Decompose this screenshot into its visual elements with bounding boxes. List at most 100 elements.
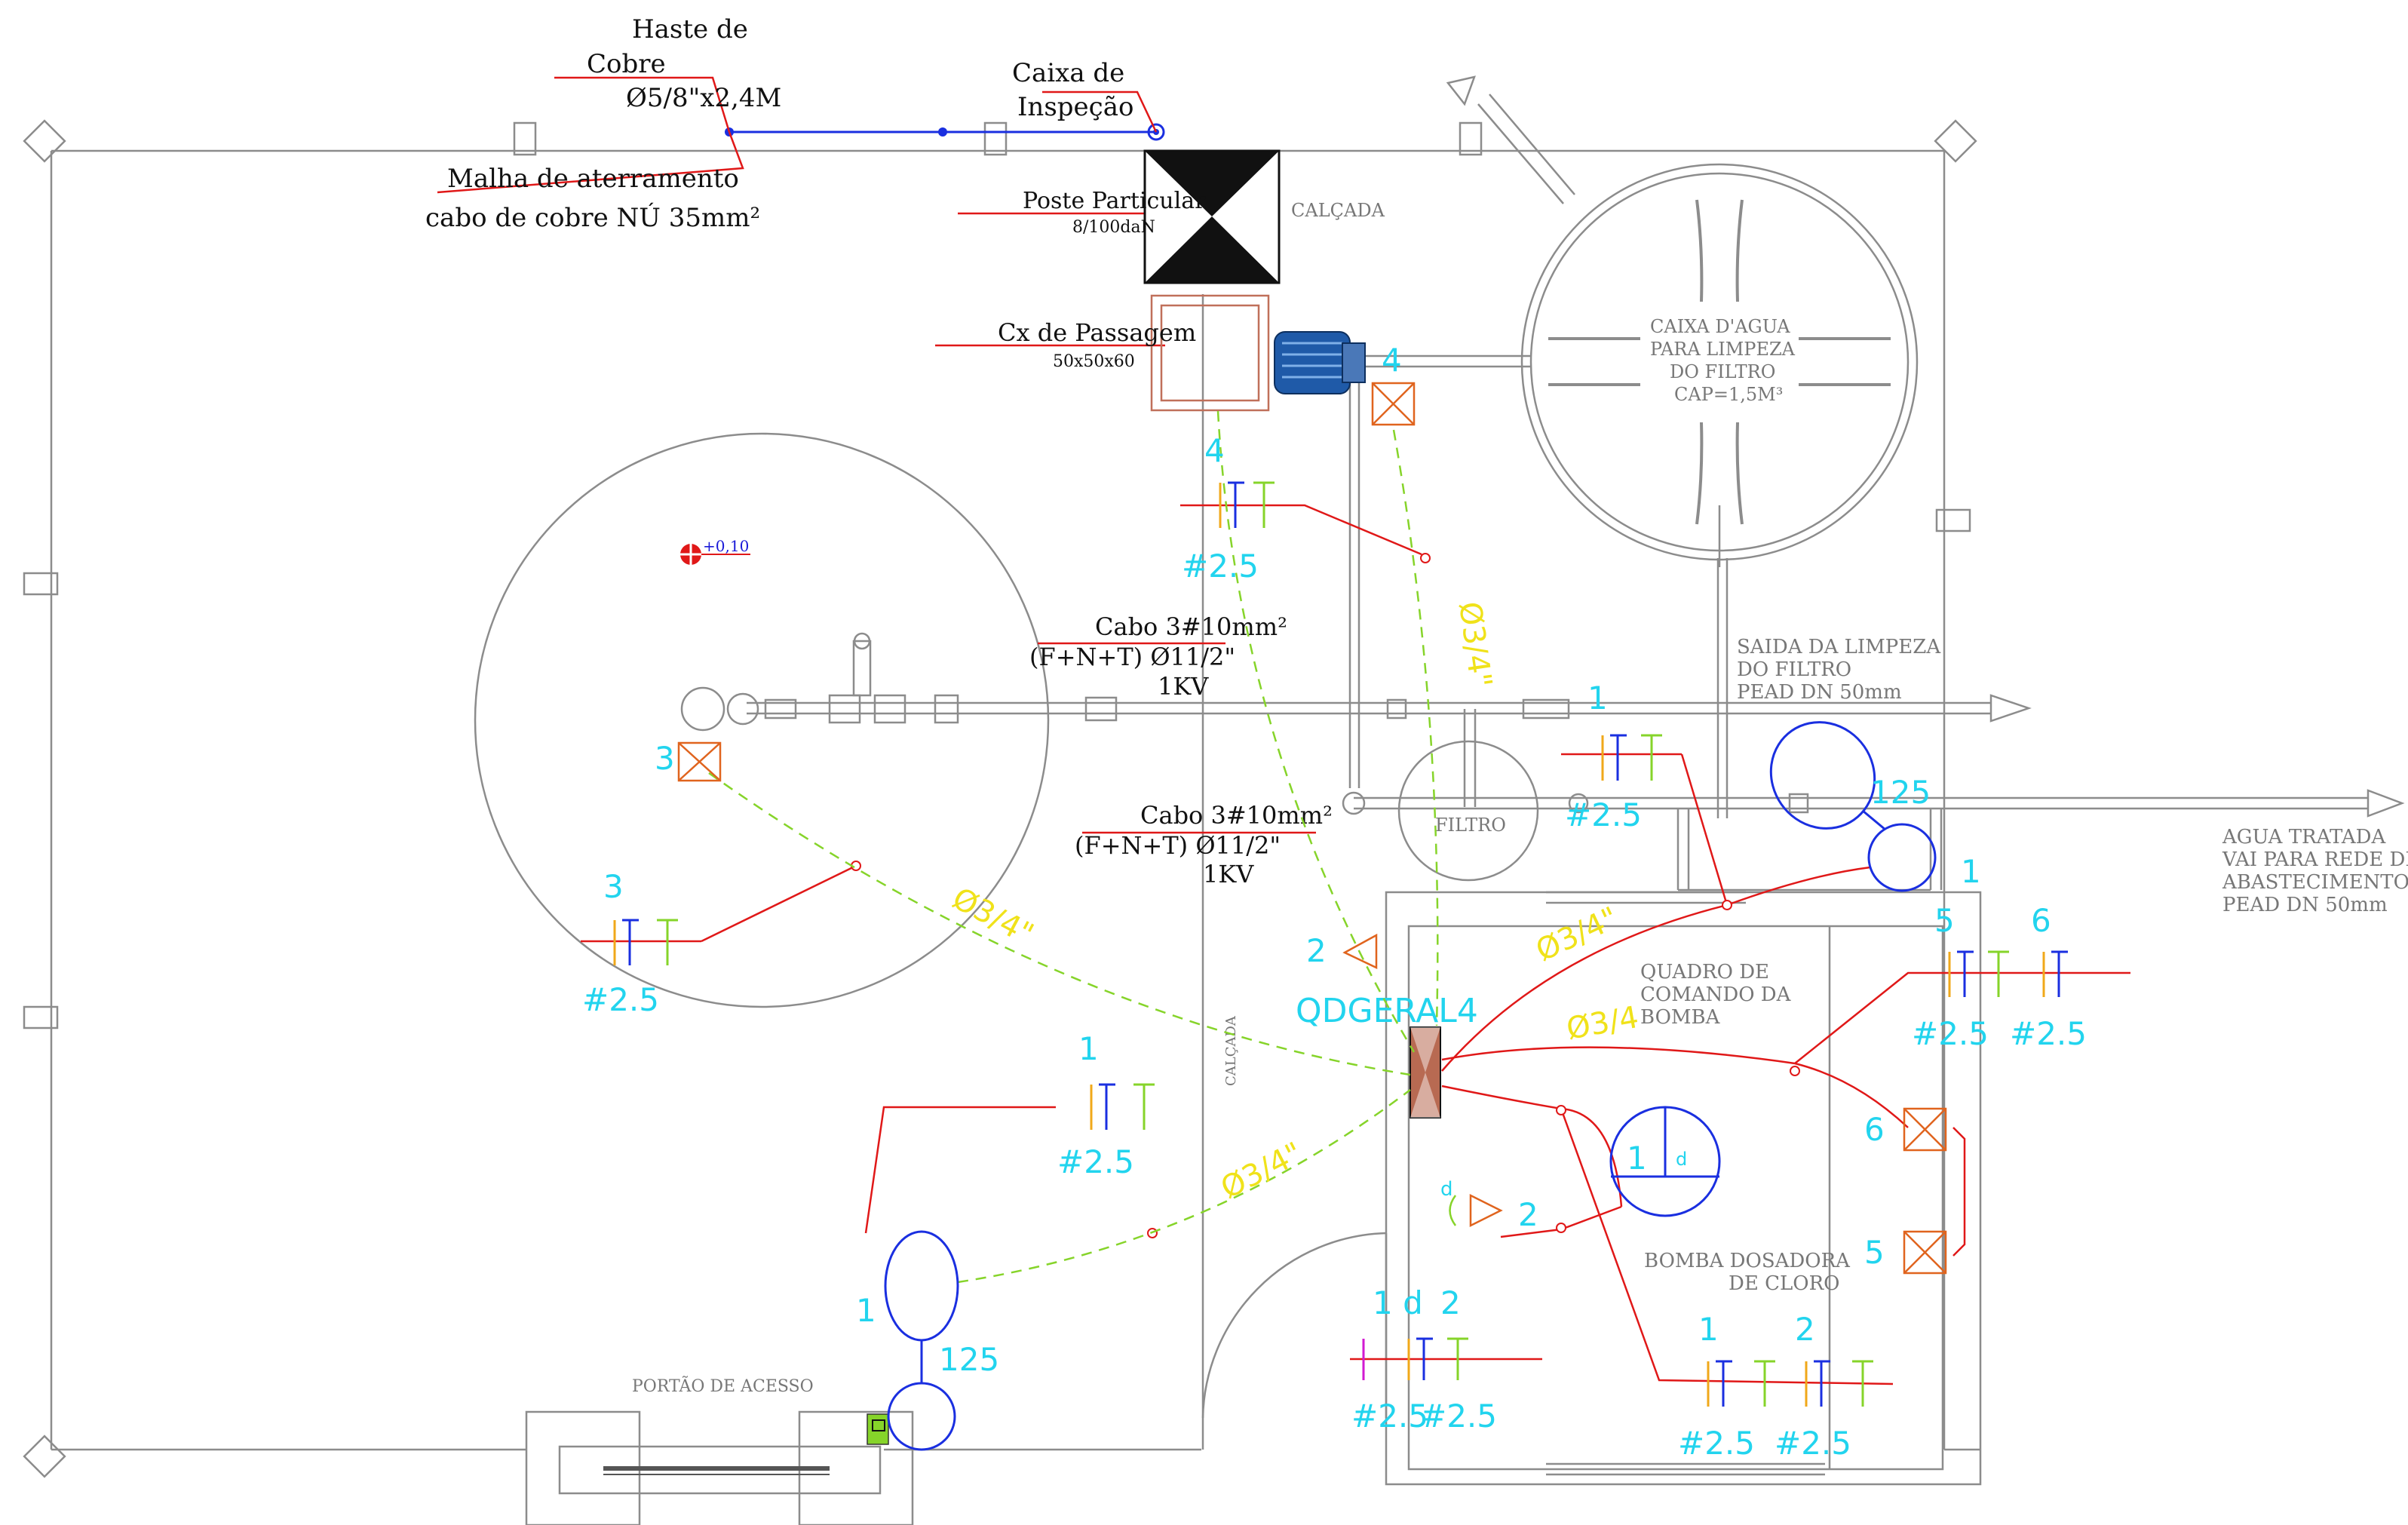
cx-passagem-spec: 50x50x60 bbox=[1053, 352, 1135, 371]
circuit-1-b: 1 bbox=[1961, 853, 1981, 890]
filtro-label: FILTRO bbox=[1435, 815, 1506, 836]
cable-leaders bbox=[1038, 642, 1316, 834]
calcada-top-label: CALÇADA bbox=[1291, 200, 1385, 221]
cabo2-label-1: Cabo 3#10mm² bbox=[1140, 801, 1333, 830]
grounding-rod-node-2 bbox=[938, 127, 947, 137]
agua-tratada-label-1: AGUA TRATADA bbox=[2222, 826, 2387, 848]
circuit-5-a: 5 bbox=[1934, 902, 1955, 939]
piping bbox=[680, 354, 2405, 891]
circuit-5-b: 5 bbox=[1864, 1234, 1885, 1271]
haste-label-2: Cobre bbox=[587, 49, 666, 79]
bomba-dosadora-label-1: BOMBA DOSADORA bbox=[1644, 1250, 1851, 1272]
caixa-agua-label-3: DO FILTRO bbox=[1670, 361, 1775, 382]
wire-2-5-e: #2.5 bbox=[2010, 1015, 2087, 1052]
wire-2-5-b: #2.5 bbox=[582, 981, 659, 1018]
circuit-1d: 1 d bbox=[1373, 1284, 1423, 1321]
leader-lines-top bbox=[437, 76, 1209, 347]
conduit-runs bbox=[708, 410, 1439, 1284]
property-outline bbox=[23, 119, 1980, 1478]
agua-tratada-label-2: VAI PARA REDE DE bbox=[2222, 848, 2408, 871]
level-mark: +0,10 bbox=[703, 537, 749, 555]
conduit-label-4: Ø3/4" bbox=[1531, 901, 1624, 968]
circuit-6-a: 6 bbox=[2031, 902, 2051, 939]
conduit-label-3: Ø3/4" bbox=[1216, 1136, 1308, 1206]
circuit-1-d: 1 bbox=[1698, 1311, 1719, 1348]
lamp-125-b: 125 bbox=[939, 1341, 999, 1378]
outlets bbox=[1342, 933, 1503, 1228]
circuit-number-labels: 4 4 #2.5 3 3 #2.5 1 #2.5 125 1 5 6 #2.5 … bbox=[582, 342, 2087, 1462]
wire-2-5-a: #2.5 bbox=[1182, 548, 1259, 585]
portao-label: PORTÃO DE ACESSO bbox=[632, 1375, 814, 1396]
wire-symbols bbox=[613, 481, 2068, 1407]
quadro-label-2: COMANDO DA bbox=[1640, 983, 1792, 1006]
circuit-wiring bbox=[581, 504, 2130, 1385]
circuit-1-c: 1 bbox=[1078, 1030, 1099, 1067]
circuit-3-b: 3 bbox=[603, 868, 624, 905]
cabo2-label-2: (F+N+T) Ø11/2" bbox=[1075, 831, 1281, 860]
lamp-1-label: 1 bbox=[1627, 1140, 1647, 1177]
cabo1-label-3: 1KV bbox=[1158, 672, 1209, 701]
circuit-1-a: 1 bbox=[1587, 680, 1608, 716]
cabo1-label-1: Cabo 3#10mm² bbox=[1095, 612, 1287, 641]
saida-label-2: DO FILTRO bbox=[1737, 658, 1851, 681]
conduit-label-1: Ø3/4" bbox=[1452, 600, 1498, 690]
circuit-2-d: 2 bbox=[1795, 1311, 1815, 1348]
caixa-agua-label-2: PARA LIMPEZA bbox=[1650, 339, 1796, 360]
qdgeral-board bbox=[1410, 1026, 1441, 1118]
haste-spec: Ø5/8"x2,4M bbox=[626, 83, 781, 113]
wire-2-5-d: #2.5 bbox=[1912, 1015, 1989, 1052]
saida-label-1: SAIDA DA LIMPEZA bbox=[1737, 636, 1941, 658]
cabo1-label-2: (F+N+T) Ø11/2" bbox=[1029, 643, 1235, 671]
circuit-4-a: 4 bbox=[1382, 342, 1402, 379]
caixa-inspecao-label-2: Inspeção bbox=[1017, 92, 1133, 122]
circuit-6-b: 6 bbox=[1864, 1111, 1885, 1148]
lamp-fixtures bbox=[884, 721, 1937, 1451]
outlet-d-label: d bbox=[1440, 1178, 1453, 1201]
access-gate bbox=[525, 1410, 914, 1525]
poste-label: Poste Particular bbox=[1023, 188, 1206, 214]
wire-2-5-h: #2.5 bbox=[1420, 1398, 1497, 1434]
agua-tratada-label-3: ABASTECIMENTO bbox=[2222, 871, 2408, 894]
water-tank bbox=[1446, 75, 1919, 818]
pump-motor bbox=[1274, 331, 1366, 394]
cabo2-label-3: 1KV bbox=[1203, 860, 1254, 888]
cx-passagem-label: Cx de Passagem bbox=[998, 318, 1196, 347]
bomba-dosadora-label-2: DE CLORO bbox=[1729, 1272, 1839, 1295]
saida-label-3: PEAD DN 50mm bbox=[1737, 681, 1902, 704]
filter-body bbox=[1397, 740, 1539, 882]
haste-label-1: Haste de bbox=[632, 14, 748, 44]
terminal-inner bbox=[872, 1419, 885, 1431]
wire-2-5-g: #2.5 bbox=[1351, 1398, 1428, 1434]
cx-passagem bbox=[1150, 294, 1270, 412]
circuit-2-c: 2 bbox=[1440, 1284, 1461, 1321]
wire-2-5-i: #2.5 bbox=[1678, 1425, 1755, 1462]
wire-2-5-f: #2.5 bbox=[1057, 1143, 1134, 1180]
wire-2-5-c: #2.5 bbox=[1565, 796, 1642, 833]
poste-particular bbox=[1143, 149, 1281, 284]
lamp-d-label: d bbox=[1676, 1149, 1687, 1170]
agua-tratada-label-4: PEAD DN 50mm bbox=[2222, 894, 2388, 916]
grounding-grid bbox=[725, 123, 1165, 141]
malha-label-2: cabo de cobre NÚ 35mm² bbox=[425, 202, 760, 233]
conduit-label-5: Ø3/4 bbox=[1564, 1000, 1641, 1047]
quadro-label-1: QUADRO DE bbox=[1640, 961, 1769, 983]
calcada-side-label: CALÇADA bbox=[1223, 1015, 1239, 1086]
quadro-label-3: BOMBA bbox=[1640, 1006, 1721, 1029]
circuit-1-e: 1 bbox=[856, 1292, 876, 1329]
malha-label-1: Malha de aterramento bbox=[447, 164, 739, 194]
circuit-3-a: 3 bbox=[655, 740, 675, 777]
circuit-2-b: 2 bbox=[1518, 1196, 1538, 1233]
caixa-inspecao-label-1: Caixa de bbox=[1012, 58, 1124, 88]
control-house bbox=[1385, 891, 1982, 1486]
circuit-2-a: 2 bbox=[1306, 932, 1327, 969]
caixa-agua-label-4: CAP=1,5M³ bbox=[1674, 384, 1783, 405]
well-area bbox=[474, 432, 1050, 1008]
circuit-4-b: 4 bbox=[1204, 432, 1225, 469]
circuit-junctions bbox=[851, 553, 1800, 1238]
caixa-agua-label-1: CAIXA D'AGUA bbox=[1650, 316, 1790, 337]
junction-boxes bbox=[677, 382, 1947, 1275]
inspection-box-symbol bbox=[1147, 123, 1165, 141]
qdgeral-label: QDGERAL4 bbox=[1296, 992, 1478, 1030]
wire-2-5-j: #2.5 bbox=[1775, 1425, 1851, 1462]
